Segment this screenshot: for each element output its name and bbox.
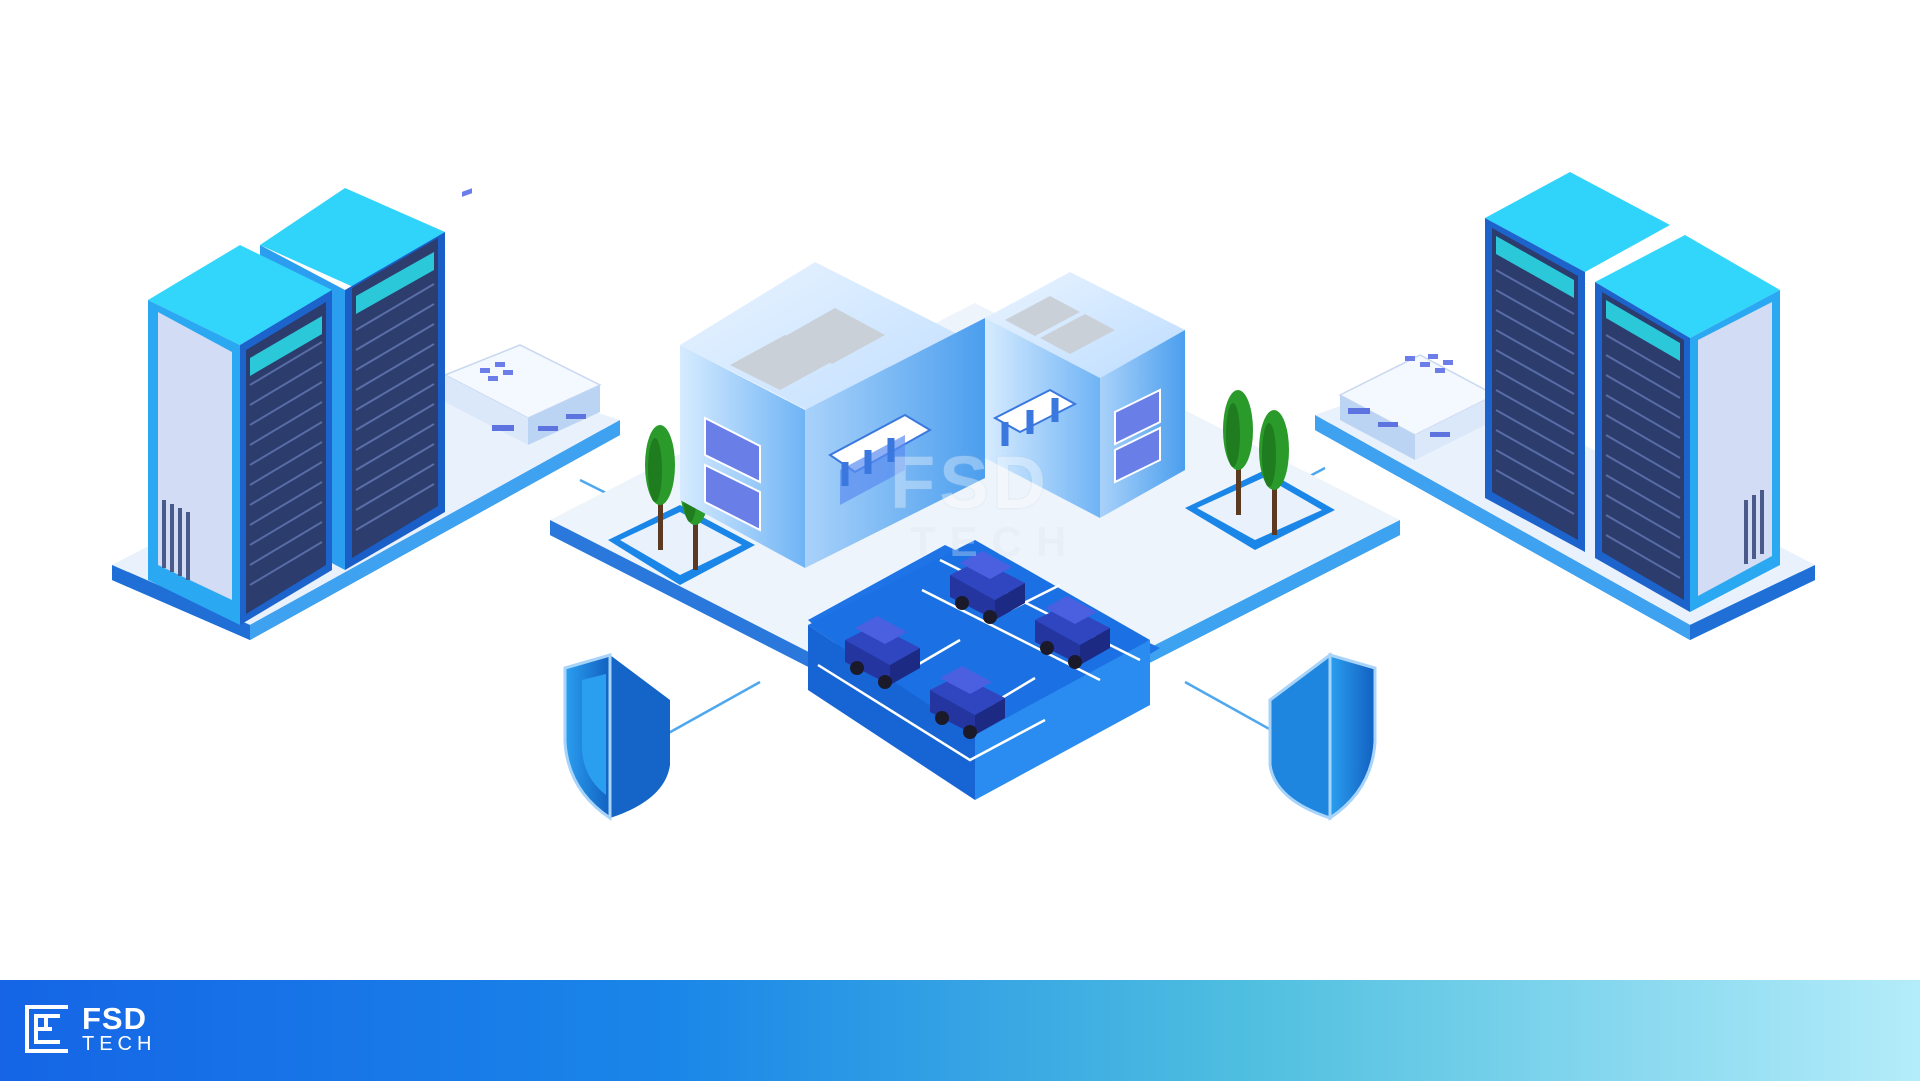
planter-right <box>1185 390 1335 550</box>
brand-name-top: FSD <box>82 1001 147 1036</box>
tree <box>1223 390 1253 515</box>
server-rack-left <box>148 188 445 625</box>
car <box>1035 596 1110 669</box>
car <box>930 666 1005 739</box>
cars <box>845 551 1110 739</box>
brand-mark-icon <box>25 1005 68 1053</box>
server-rack-right <box>1485 172 1780 612</box>
shield-left <box>563 653 670 821</box>
car <box>845 616 920 689</box>
tree <box>1259 410 1289 535</box>
shield-right <box>1268 652 1377 821</box>
footer-bar: FSD TECH <box>0 980 1920 1081</box>
tree <box>645 425 675 550</box>
router-right <box>1338 354 1497 460</box>
car <box>950 551 1025 624</box>
parking-lot <box>808 540 1160 800</box>
isometric-network-illustration <box>112 172 1815 821</box>
router-left <box>443 188 602 445</box>
brand-logo: FSD TECH <box>24 1000 184 1062</box>
brand-name-bottom: TECH <box>82 1033 157 1055</box>
warehouse-building <box>680 262 1185 568</box>
